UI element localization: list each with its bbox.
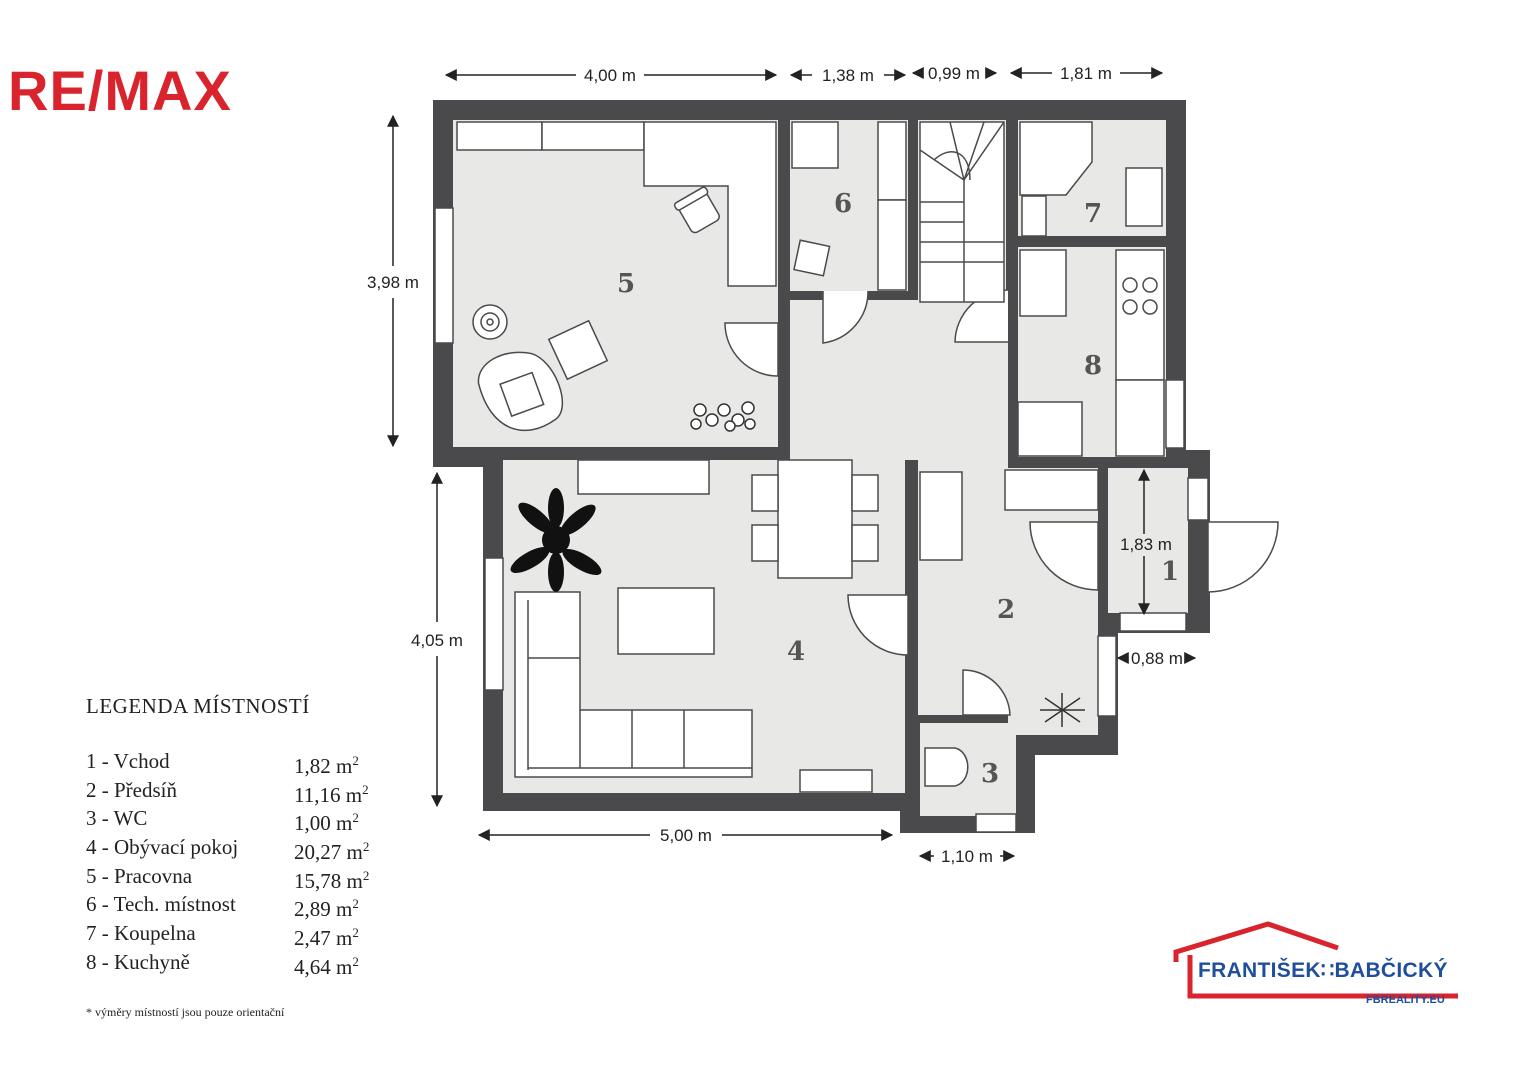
room-number-8: 8 (1084, 351, 1102, 381)
room-number-5: 5 (617, 269, 635, 299)
radiator (1021, 195, 1047, 237)
sideboard (799, 769, 873, 793)
legend-item: 6 - Tech. místnost 2,89 m2 (86, 890, 369, 922)
cabinet-1 (456, 121, 543, 151)
room-number-6: 6 (834, 189, 852, 219)
dining-table (777, 459, 853, 579)
legend-item-name: 6 - Tech. místnost (86, 892, 236, 917)
dim-bottom-2: 1,10 m (941, 847, 993, 866)
legend-item-area: 1,82 m2 (294, 753, 359, 778)
toilet (924, 747, 969, 787)
kitchen-table (1017, 401, 1083, 457)
wardrobe (919, 471, 963, 561)
legend-item-name: 4 - Obývací pokoj (86, 835, 239, 860)
dim-top-2: 1,38 m (822, 66, 874, 85)
dim-left-lower: 4,05 m (411, 631, 463, 650)
room-number-2: 2 (997, 595, 1015, 625)
dining-chair (851, 474, 879, 512)
legend-item: 8 - Kuchyně 4,64 m2 (86, 948, 369, 979)
shower (1019, 121, 1093, 196)
shoe-cabinet (1004, 469, 1099, 511)
cabinet-2 (541, 121, 645, 151)
coffee-table (617, 587, 715, 655)
floor-hall-right (1008, 468, 1098, 735)
door-swings (724, 289, 1279, 716)
room-legend: LEGENDA MÍSTNOSTÍ 1 - Vchod 1,82 m2 2 - … (86, 694, 370, 979)
legend-item-area: 20,27 m2 (294, 839, 370, 865)
dim-entrance-w: 0,88 m (1131, 649, 1183, 668)
corner-sofa (514, 591, 753, 778)
legend-item-name: 8 - Kuchyně (86, 949, 190, 974)
room-number-1: 1 (1161, 557, 1179, 587)
legend-item-area: 4,64 m2 (294, 953, 359, 979)
dining-chair (751, 524, 779, 562)
dining-chair (851, 524, 879, 562)
plant-shrubs (690, 401, 756, 432)
tv-console (577, 459, 710, 495)
legend-item-name: 1 - Vchod (86, 749, 170, 773)
kitchen-counter (1115, 249, 1165, 381)
fridge (1115, 379, 1165, 457)
tech-shelf-2 (877, 199, 907, 291)
dim-entrance-h: 1,83 m (1120, 535, 1172, 554)
bathroom-sink (1125, 167, 1163, 227)
legend-item: 1 - Vchod 1,82 m2 (86, 747, 369, 778)
legend-item-name: 5 - Pracovna (86, 863, 193, 888)
kitchen-sink (1019, 249, 1067, 317)
ceiling-light (1040, 693, 1085, 727)
windows (434, 207, 1209, 833)
legend-item-area: 15,78 m2 (294, 867, 370, 893)
dim-top-4: 1,81 m (1060, 64, 1112, 83)
legend-item: 2 - Předsíň 11,16 m2 (86, 776, 369, 807)
armchair (477, 351, 564, 432)
legend-item-name: 2 - Předsíň (86, 777, 177, 802)
corner-desk (643, 121, 777, 287)
dim-top-1: 4,00 m (584, 66, 636, 85)
palm-plant (510, 488, 602, 592)
legend-item-name: 3 - WC (86, 806, 148, 831)
footstool (547, 319, 609, 381)
tech-cabinet (791, 121, 839, 169)
dim-left-upper: 3,98 m (367, 273, 419, 292)
office-chair (673, 186, 720, 234)
dimension-lines (387, 67, 1197, 862)
room-number-4: 4 (787, 637, 805, 667)
legend-item: 4 - Obývací pokoj 20,27 m2 (86, 833, 370, 865)
dining-chair (751, 474, 779, 512)
legend-title: LEGENDA MÍSTNOSTÍ (86, 694, 310, 718)
legend-item-name: 7 - Koupelna (86, 921, 196, 946)
agency-name: FRANTIŠEK∷BABČICKÝ (1198, 959, 1448, 982)
legend-footnote: * výměry místností jsou pouze orientační (86, 1005, 285, 1019)
remax-logo: RE/MAX (8, 59, 232, 122)
legend-item-area: 1,00 m2 (294, 810, 359, 836)
tech-shelf-1 (877, 121, 907, 201)
dim-bottom-1: 5,00 m (660, 826, 712, 845)
house-roof-icon (1173, 921, 1458, 999)
bin (793, 239, 831, 277)
floor-room-1 (1108, 468, 1188, 613)
room-number-7: 7 (1084, 199, 1102, 229)
legend-item: 7 - Koupelna 2,47 m2 (86, 919, 369, 951)
legend-item: 5 - Pracovna 15,78 m2 (86, 862, 370, 893)
legend-item-area: 11,16 m2 (294, 781, 369, 807)
agency-url: FBREALITY.EU (1366, 994, 1445, 1006)
legend-item: 3 - WC 1,00 m2 (86, 804, 369, 836)
room-number-3: 3 (981, 759, 999, 789)
legend-item-area: 2,47 m2 (294, 925, 359, 951)
staircase (919, 121, 1005, 303)
legend-item-area: 2,89 m2 (294, 896, 359, 922)
dim-top-3: 0,99 m (928, 64, 980, 83)
